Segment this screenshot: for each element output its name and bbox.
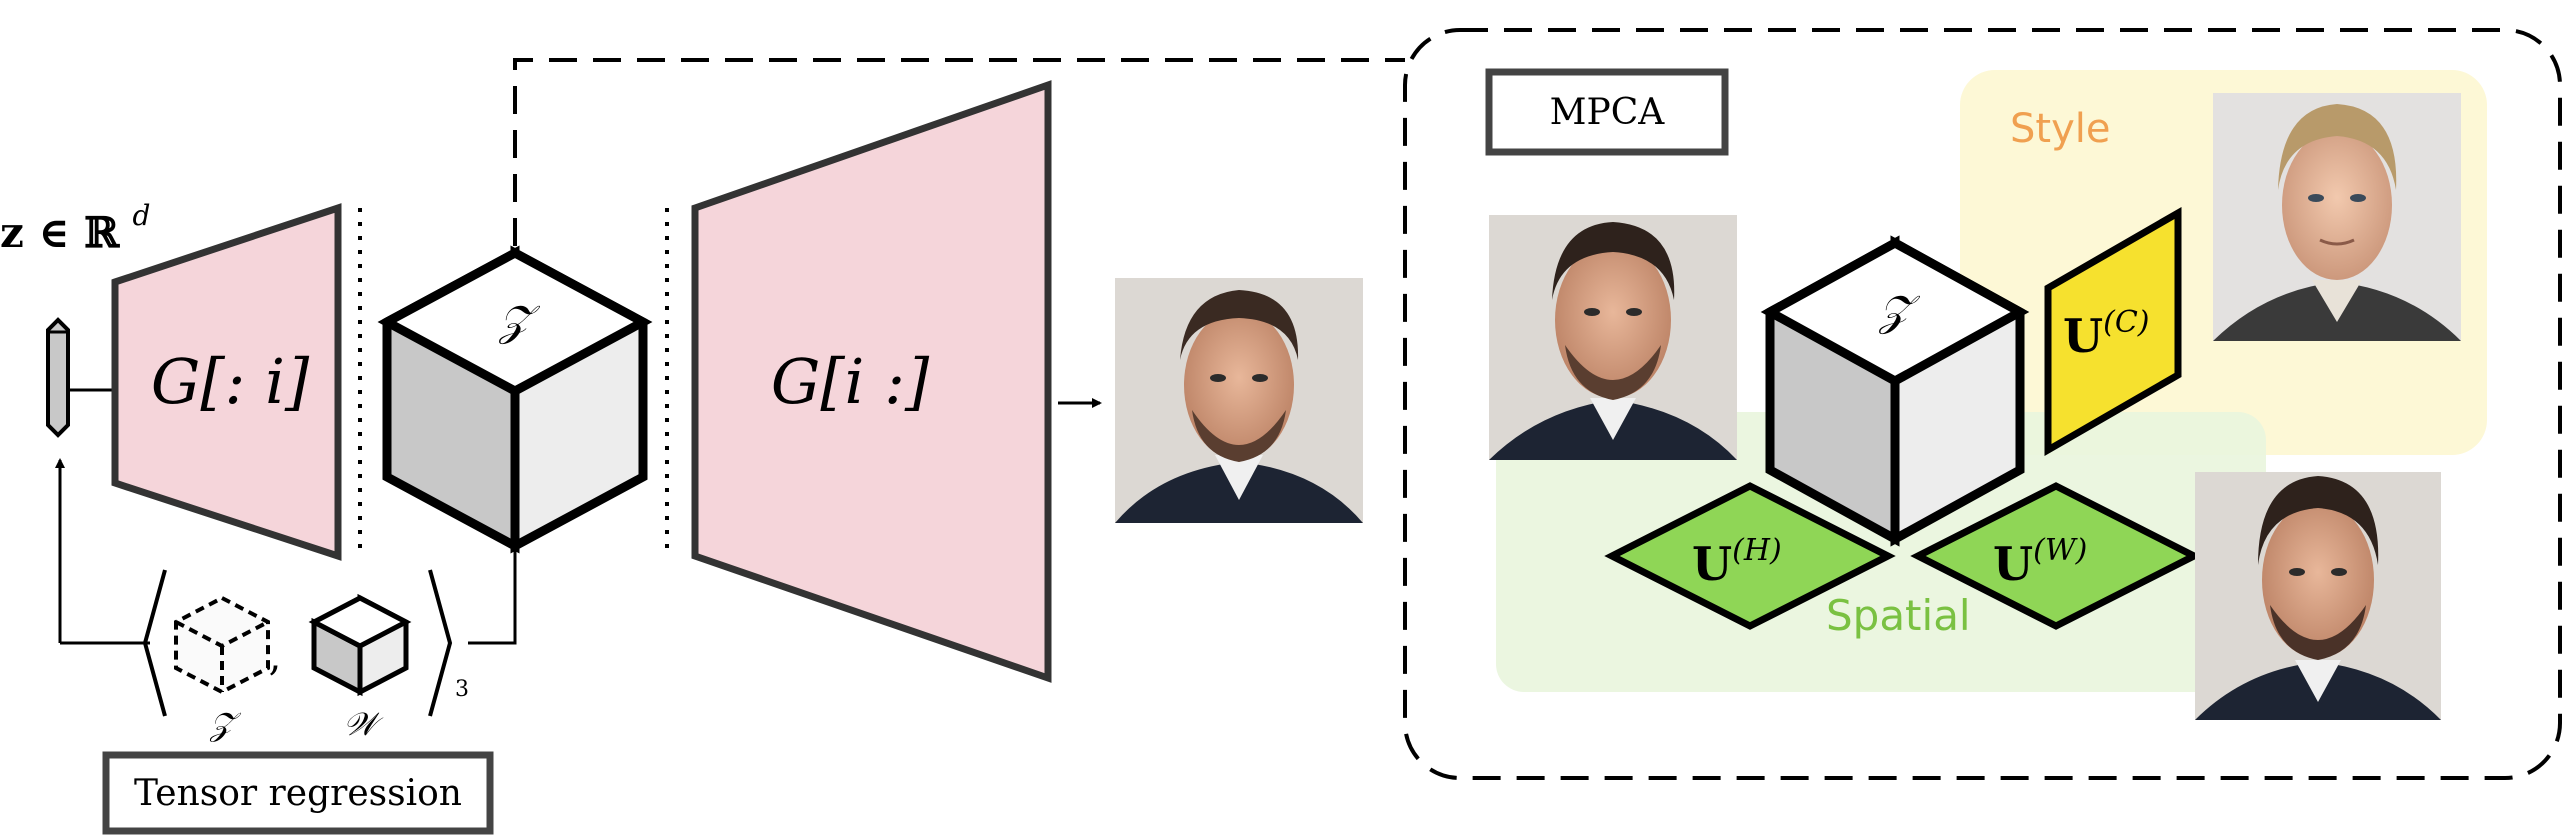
generator-second-label: G[i :] bbox=[771, 345, 930, 418]
regression-w-label: 𝒲 bbox=[343, 705, 384, 743]
regression-comma: , bbox=[269, 634, 282, 680]
spatial-region-label: Spatial bbox=[1826, 591, 1971, 640]
style-edited-face-image bbox=[2213, 93, 2461, 341]
generator-first-label: G[: i] bbox=[151, 345, 310, 418]
spatial-edited-face-image bbox=[2195, 472, 2441, 720]
factor-h-panel bbox=[1604, 482, 1896, 630]
regression-left-bracket bbox=[142, 569, 167, 717]
regression-mode-subscript: 3 bbox=[455, 677, 469, 702]
mpca-label: MPCA bbox=[1550, 92, 1666, 133]
factor-w-panel bbox=[1910, 482, 2202, 630]
tensor-to-regression-line bbox=[468, 546, 517, 645]
regression-z-cube bbox=[174, 595, 270, 695]
tensor-to-mpca-link bbox=[513, 58, 1405, 246]
factor-c-panel bbox=[2044, 206, 2182, 457]
mpca-input-face-image bbox=[1489, 215, 1737, 460]
generator-second-half bbox=[691, 80, 1052, 683]
factor-c-label: U(C) bbox=[2063, 305, 2150, 363]
feature-tensor-cube bbox=[377, 245, 653, 554]
regression-w-cube bbox=[308, 593, 412, 697]
latent-vector-icon bbox=[46, 317, 70, 438]
style-region-label: Style bbox=[2010, 106, 2110, 152]
tensor-regression-label: Tensor regression bbox=[134, 773, 462, 814]
factor-h-label: U(H) bbox=[1692, 533, 1782, 591]
z-vector-label: z ∈ ℝ d bbox=[0, 199, 150, 257]
regression-z-label: 𝒵 bbox=[209, 705, 242, 743]
mpca-box bbox=[1485, 68, 1729, 156]
generated-face-image bbox=[1115, 278, 1363, 523]
factor-w-label: U(W) bbox=[1993, 533, 2087, 591]
regression-right-bracket bbox=[428, 569, 453, 717]
mpca-panel bbox=[1403, 28, 2562, 780]
generator-first-half bbox=[111, 203, 342, 561]
mpca-tensor-cube bbox=[1760, 235, 2030, 547]
tensor-regression-box bbox=[102, 751, 494, 835]
